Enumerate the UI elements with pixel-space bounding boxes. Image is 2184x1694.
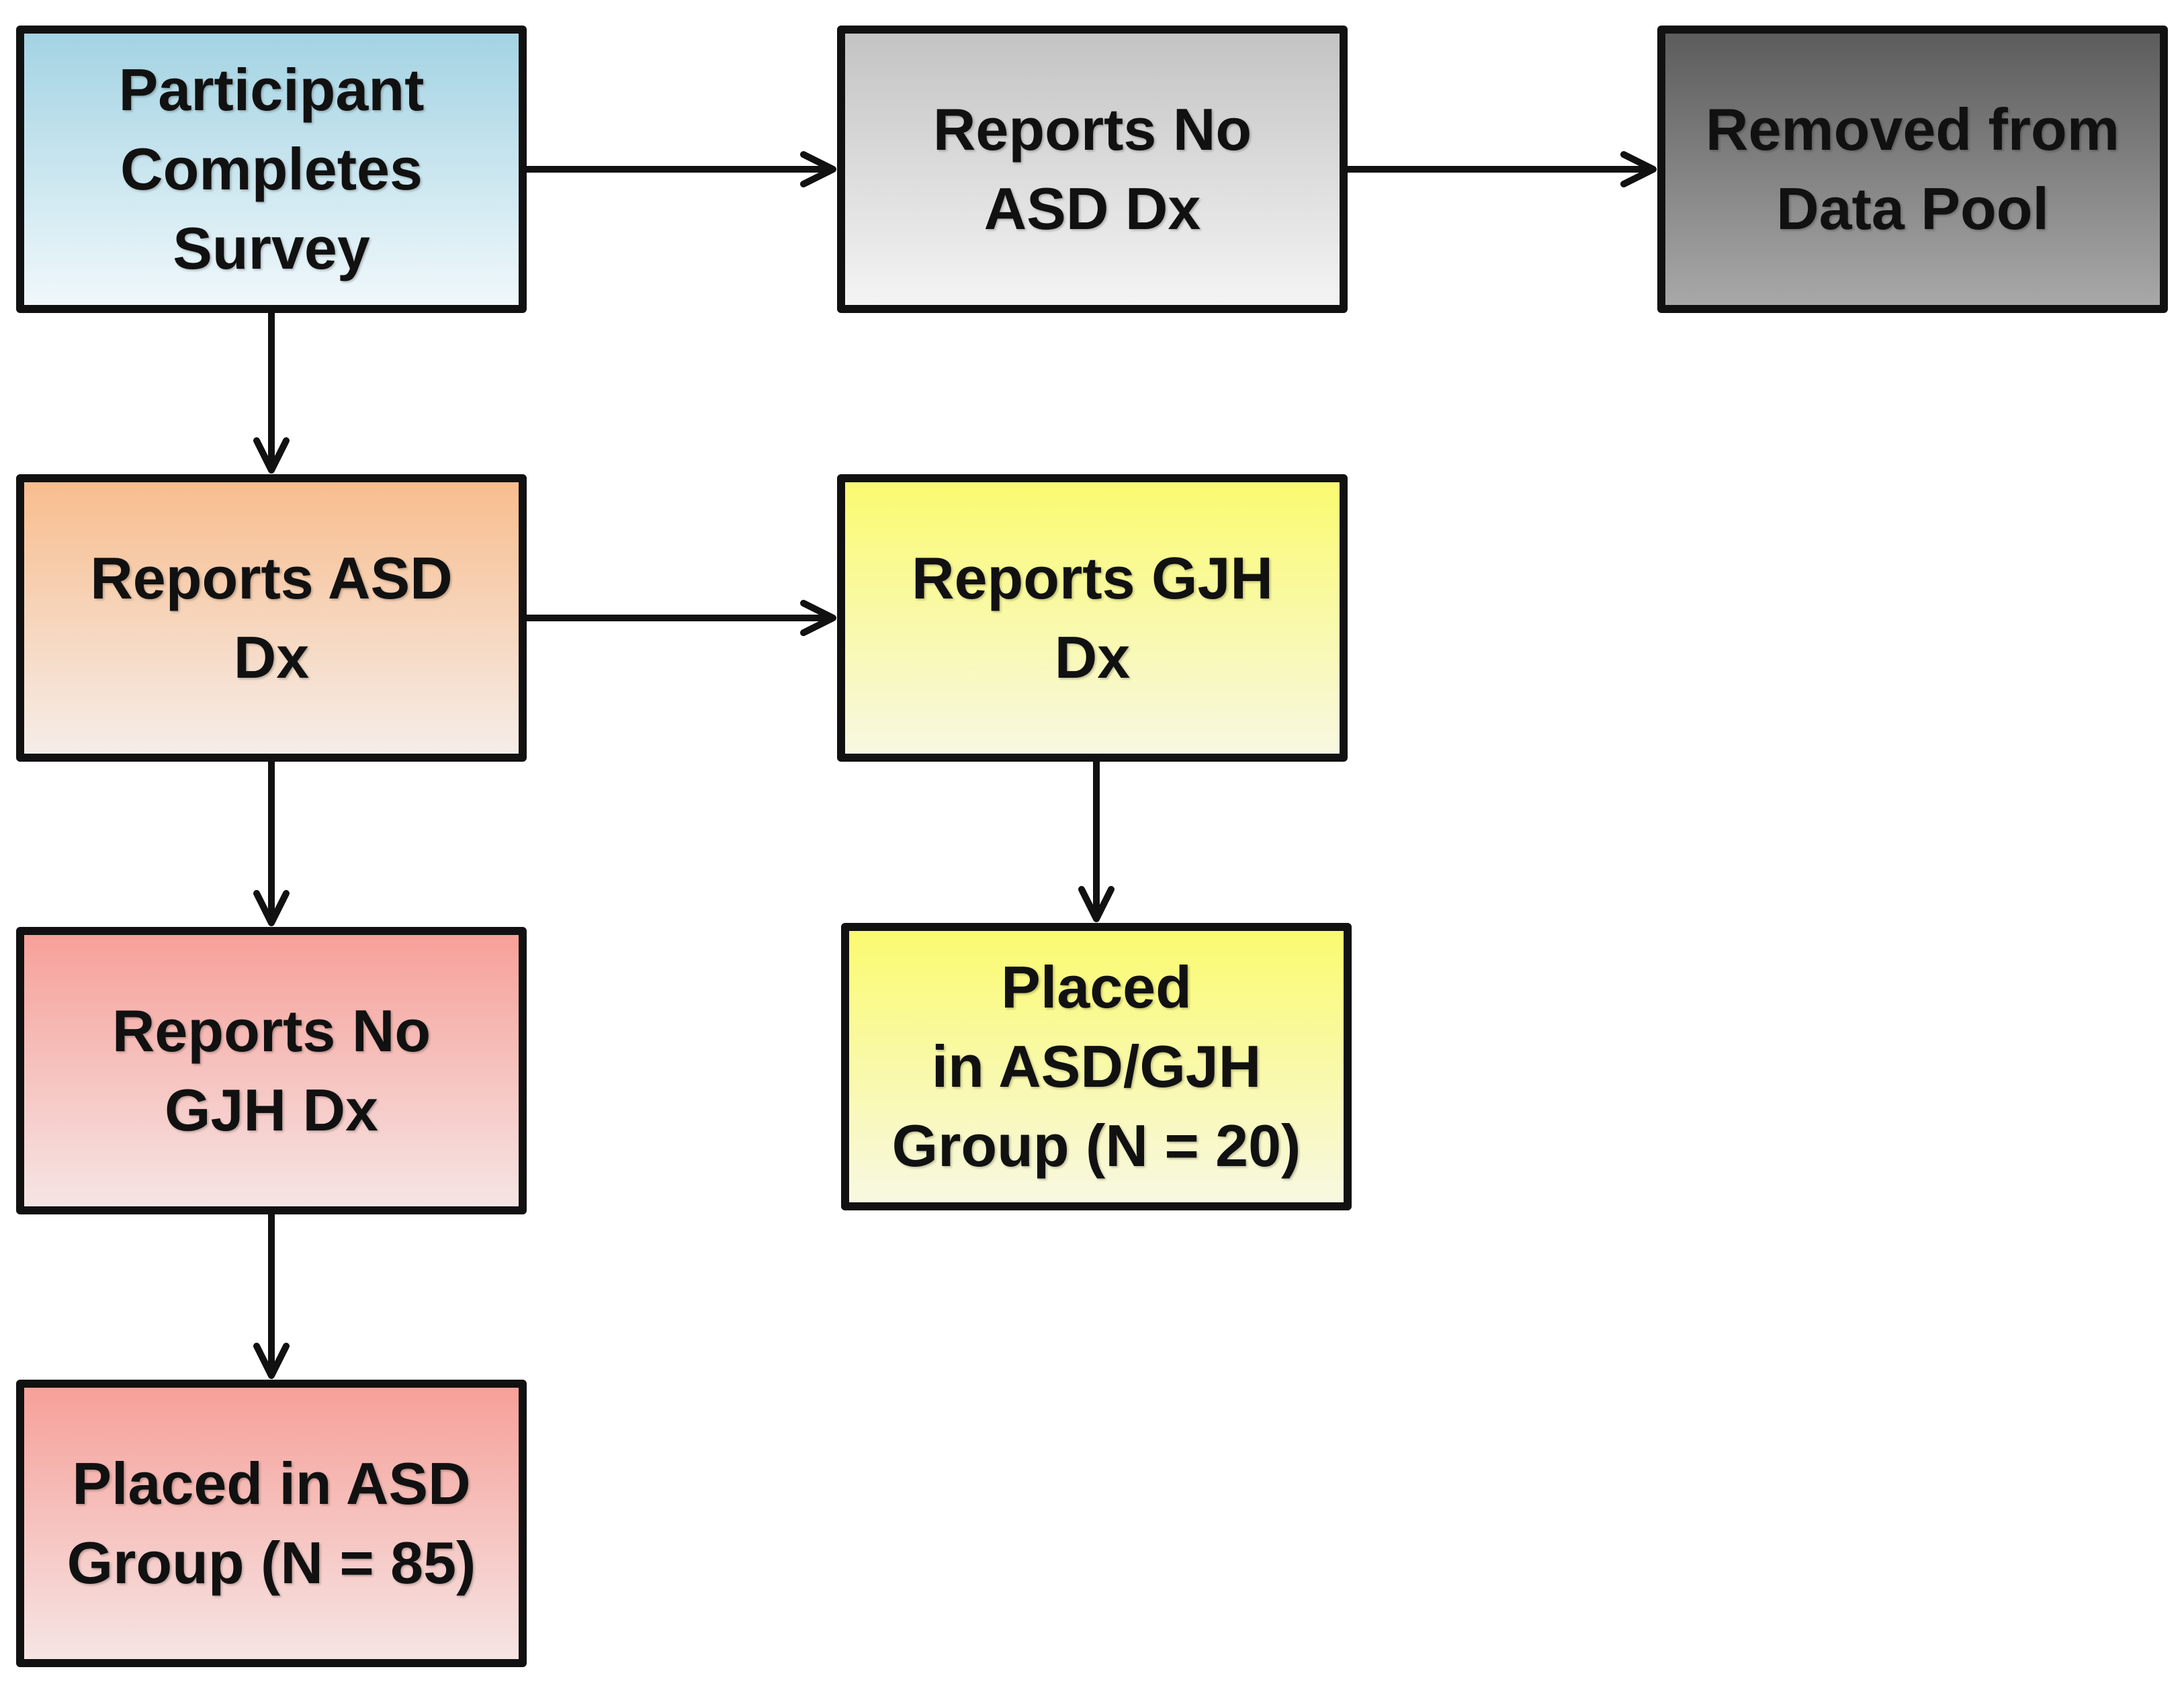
node-label: Placed in ASD/GJH Group (N = 20) xyxy=(891,954,1301,1179)
node-label: Removed from Data Pool xyxy=(1705,96,2120,242)
node-participant-completes-survey: Participant Completes Survey xyxy=(16,26,527,313)
node-label: Reports GJH Dx xyxy=(912,545,1273,690)
node-reports-no-gjh-dx: Reports No GJH Dx xyxy=(16,927,527,1214)
node-label: Reports No GJH Dx xyxy=(112,997,431,1143)
node-label: Placed in ASD Group (N = 85) xyxy=(67,1450,476,1596)
node-placed-in-asd-gjh-group: Placed in ASD/GJH Group (N = 20) xyxy=(841,923,1352,1210)
node-removed-from-data-pool: Removed from Data Pool xyxy=(1657,26,2168,313)
node-label: Participant Completes Survey xyxy=(118,56,425,281)
node-reports-gjh-dx: Reports GJH Dx xyxy=(837,474,1348,762)
node-placed-in-asd-group: Placed in ASD Group (N = 85) xyxy=(16,1380,527,1667)
node-reports-asd-dx: Reports ASD Dx xyxy=(16,474,527,762)
node-label: Reports No ASD Dx xyxy=(932,96,1252,242)
node-reports-no-asd-dx: Reports No ASD Dx xyxy=(837,26,1348,313)
node-label: Reports ASD Dx xyxy=(90,545,453,690)
